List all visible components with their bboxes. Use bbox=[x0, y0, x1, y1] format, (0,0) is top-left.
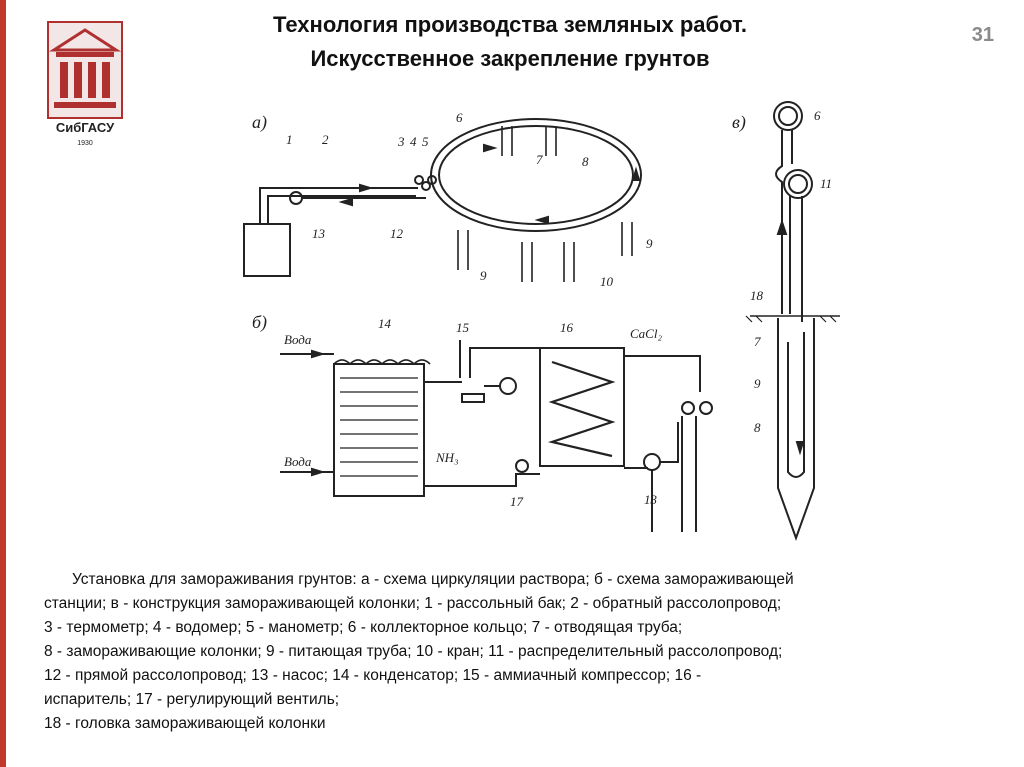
num-9b: 9 bbox=[480, 268, 487, 283]
num-9: 9 bbox=[646, 236, 653, 251]
page-number: 31 bbox=[971, 24, 994, 46]
caption-line: испаритель; 17 - регулирующий вентиль; bbox=[44, 691, 340, 708]
condenser bbox=[333, 363, 425, 497]
num-18: 18 bbox=[750, 288, 764, 303]
num-5: 5 bbox=[422, 134, 429, 149]
title-line-1: Технология производства земляных работ. bbox=[273, 12, 747, 37]
num-17: 17 bbox=[510, 494, 524, 509]
freezing-installation-diagram: а) 1 2 3 4 5 6 7 8 9 9 10 12 13 б) bbox=[243, 101, 840, 541]
return-pipe bbox=[259, 187, 418, 224]
label-water-top: Вода bbox=[284, 332, 312, 347]
caption-line: Установка для замораживания грунтов: а -… bbox=[72, 571, 794, 588]
logo-text: СибГАСУ bbox=[56, 120, 115, 135]
panel-label-b: б) bbox=[252, 312, 267, 333]
collector-ring-6 bbox=[773, 101, 803, 131]
manometer-5 bbox=[427, 175, 437, 185]
num-6: 6 bbox=[456, 110, 463, 125]
figure-caption: Установка для замораживания грунтов: а -… bbox=[44, 568, 1004, 736]
regulating-valve-17 bbox=[515, 459, 529, 473]
num-8-v: 8 bbox=[754, 420, 761, 435]
num-1: 1 bbox=[286, 132, 293, 147]
slide-title: Технология производства земляных работ. … bbox=[150, 8, 870, 76]
num-15: 15 bbox=[456, 320, 470, 335]
caption-line: 3 - термометр; 4 - водомер; 5 - манометр… bbox=[44, 619, 683, 636]
num-3: 3 bbox=[397, 134, 405, 149]
freezing-columns bbox=[457, 126, 633, 282]
num-16: 16 bbox=[560, 320, 574, 335]
num-12: 12 bbox=[390, 226, 404, 241]
water-meter-4 bbox=[421, 181, 431, 191]
caption-line: 8 - замораживающие колонки; 9 - питающая… bbox=[44, 643, 783, 660]
num-14: 14 bbox=[378, 316, 392, 331]
ammonia-compressor bbox=[461, 393, 485, 403]
num-8: 8 bbox=[582, 154, 589, 169]
accent-bar bbox=[0, 0, 6, 767]
num-11: 11 bbox=[820, 176, 832, 191]
title-line-2: Искусственное закрепление грунтов bbox=[310, 46, 710, 71]
caption-line: 12 - прямой рассолопровод; 13 - насос; 1… bbox=[44, 667, 702, 684]
num-6-v: 6 bbox=[814, 108, 821, 123]
pump-13b bbox=[643, 453, 661, 471]
logo-year: 1930 bbox=[77, 140, 93, 147]
distributor-pipe-11 bbox=[783, 169, 813, 199]
pump-13 bbox=[289, 191, 303, 205]
evaporator bbox=[539, 347, 625, 467]
panel-label-a: а) bbox=[252, 112, 267, 133]
label-nh3: NH₃ bbox=[435, 450, 459, 465]
brine-tank bbox=[243, 223, 291, 277]
num-13: 13 bbox=[312, 226, 326, 241]
thermometer-3 bbox=[414, 175, 424, 185]
num-4: 4 bbox=[410, 134, 417, 149]
label-water-bottom: Вода bbox=[284, 454, 312, 469]
num-9-v: 9 bbox=[754, 376, 761, 391]
caption-line: 18 - головка замораживающей колонки bbox=[44, 715, 326, 732]
collector-ring bbox=[430, 118, 642, 232]
num-7: 7 bbox=[536, 152, 543, 167]
num-7-v: 7 bbox=[754, 334, 761, 349]
university-logo: СибГАСУ 1930 bbox=[47, 21, 123, 147]
num-13-b: 13 bbox=[644, 492, 658, 507]
panel-label-v: в) bbox=[732, 112, 746, 133]
num-10: 10 bbox=[600, 274, 614, 289]
caption-line: станции; в - конструкция замораживающей … bbox=[44, 595, 782, 612]
freezing-column-body bbox=[777, 318, 815, 541]
label-cacl2-top: CaCl₂ bbox=[630, 326, 662, 341]
num-2: 2 bbox=[322, 132, 329, 147]
